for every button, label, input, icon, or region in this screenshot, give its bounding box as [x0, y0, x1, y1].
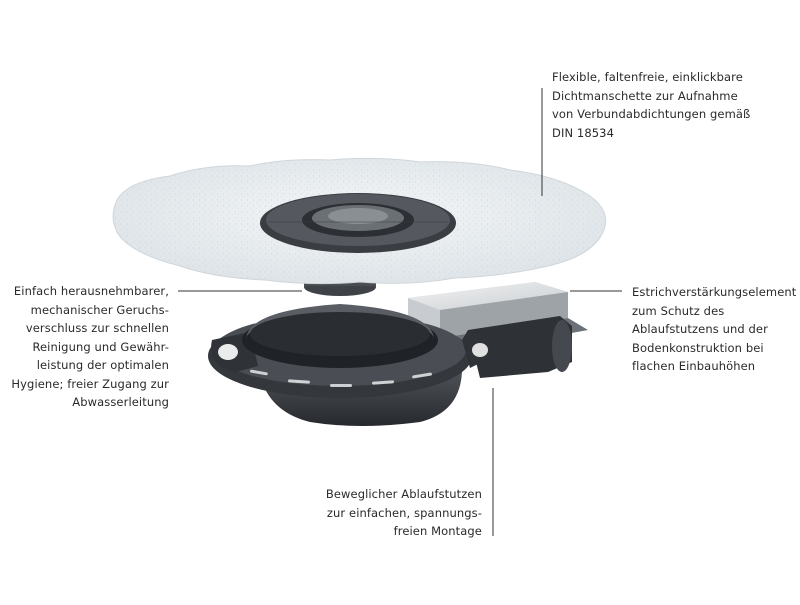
callout-line: zum Schutz des [632, 303, 725, 318]
callout-line: Flexible, faltenfreie, einklickbare [552, 70, 743, 84]
callout-line: flachen Einbauhöhen [632, 359, 756, 373]
callout-outlet-spigot: Beweglicher Ablaufstutzen zur einfachen,… [326, 485, 482, 541]
callout-screed-reinforcement: Estrichverstärkungselement zum Schutz de… [632, 283, 796, 376]
callout-line: Dichtmanschette zur Aufnahme [552, 88, 738, 103]
callout-line: mechanischer Geruchs- [30, 302, 169, 317]
callout-line: zur einfachen, spannungs- [326, 505, 482, 520]
callout-line: Estrichverstärkungselement [632, 285, 797, 299]
callout-line: Beweglicher Ablaufstutzen [325, 487, 482, 501]
leader-lines [178, 88, 622, 536]
callout-line: Abwasserleitung [72, 395, 169, 409]
callout-line: Einfach herausnehmbarer, [13, 284, 169, 298]
callout-line: Reinigung und Gewähr- [32, 339, 169, 354]
callout-line: Ablaufstutzens und der [632, 322, 768, 336]
callout-line: Hygiene; freier Zugang zur [11, 376, 169, 391]
callout-line: leistung der optimalen [36, 358, 169, 372]
callout-line: von Verbundabdichtungen gemäß [552, 107, 751, 121]
callout-line: DIN 18534 [552, 125, 614, 140]
outlet-spigot [468, 316, 572, 378]
callout-odour-trap: Einfach herausnehmbarer, mechanischer Ge… [11, 282, 169, 412]
callout-line: freien Montage [393, 524, 482, 538]
callout-line: verschluss zur schnellen [25, 321, 169, 335]
drain-body [208, 282, 588, 426]
callout-line: Bodenkonstruktion bei [632, 340, 764, 355]
callout-sealing-membrane: Flexible, faltenfreie, einklickbare Dich… [552, 68, 750, 142]
sealing-membrane [112, 157, 607, 285]
